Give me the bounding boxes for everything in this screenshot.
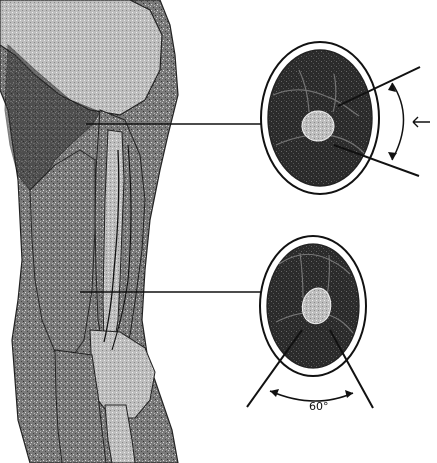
upper-bone	[302, 111, 334, 141]
lower-arc-arrow-right	[345, 390, 353, 398]
arm-illustration	[0, 0, 178, 463]
lower-cross-section: 60°	[247, 236, 373, 413]
lower-arc-arrow-left	[270, 389, 279, 397]
upper-arc-arrow-bottom	[388, 152, 397, 160]
upper-angle-arc	[392, 83, 404, 160]
upper-cross-section	[261, 42, 430, 194]
upper-direction-arrow	[413, 117, 430, 127]
lower-angle-label: 60°	[309, 400, 329, 413]
